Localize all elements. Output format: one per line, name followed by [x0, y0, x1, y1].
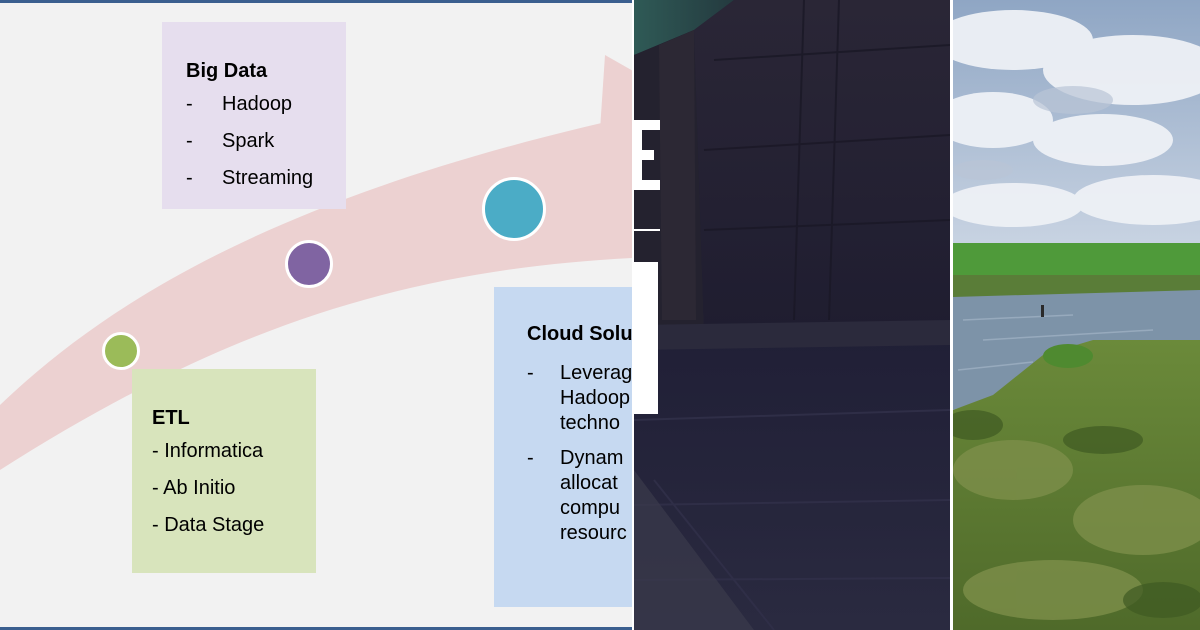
slide-bottom-border — [0, 627, 632, 630]
panel-gap — [950, 0, 953, 630]
cloud-solutions-box: Cloud Solu - Leverag Hadoop techno - Dyn… — [494, 287, 632, 607]
etl-title: ETL — [152, 407, 190, 429]
slide-top-border — [0, 0, 632, 3]
timeline-dot-purple — [285, 240, 333, 288]
big-data-title: Big Data — [186, 60, 268, 82]
cloud-item: - Leverag Hadoop techno — [527, 362, 632, 434]
timeline-arrow — [0, 55, 632, 470]
big-data-item: -Hadoop — [186, 93, 293, 115]
dark-building-photo — [634, 0, 950, 630]
slide-panel: Big Data -Hadoop -Spark -Streaming ETL -… — [0, 0, 632, 630]
cloud-title: Cloud Solu — [527, 323, 632, 345]
river-landscape-photo — [953, 0, 1200, 630]
timeline-dot-teal — [482, 177, 546, 241]
white-divider-line — [634, 229, 660, 231]
etl-item: - Data Stage — [152, 514, 265, 536]
big-data-item: -Streaming — [186, 167, 314, 189]
white-letter-fragment — [634, 120, 660, 190]
etl-item: - Informatica — [152, 440, 264, 462]
timeline-dot-green — [102, 332, 140, 370]
big-data-item: -Spark — [186, 130, 275, 152]
etl-box: ETL - Informatica - Ab Initio - Data Sta… — [132, 369, 316, 573]
cloud-item: - Dynam allocat compu resourc — [527, 447, 627, 544]
white-panel-fragment — [634, 262, 658, 414]
big-data-box: Big Data -Hadoop -Spark -Streaming — [162, 22, 346, 209]
etl-item: - Ab Initio — [152, 477, 236, 499]
